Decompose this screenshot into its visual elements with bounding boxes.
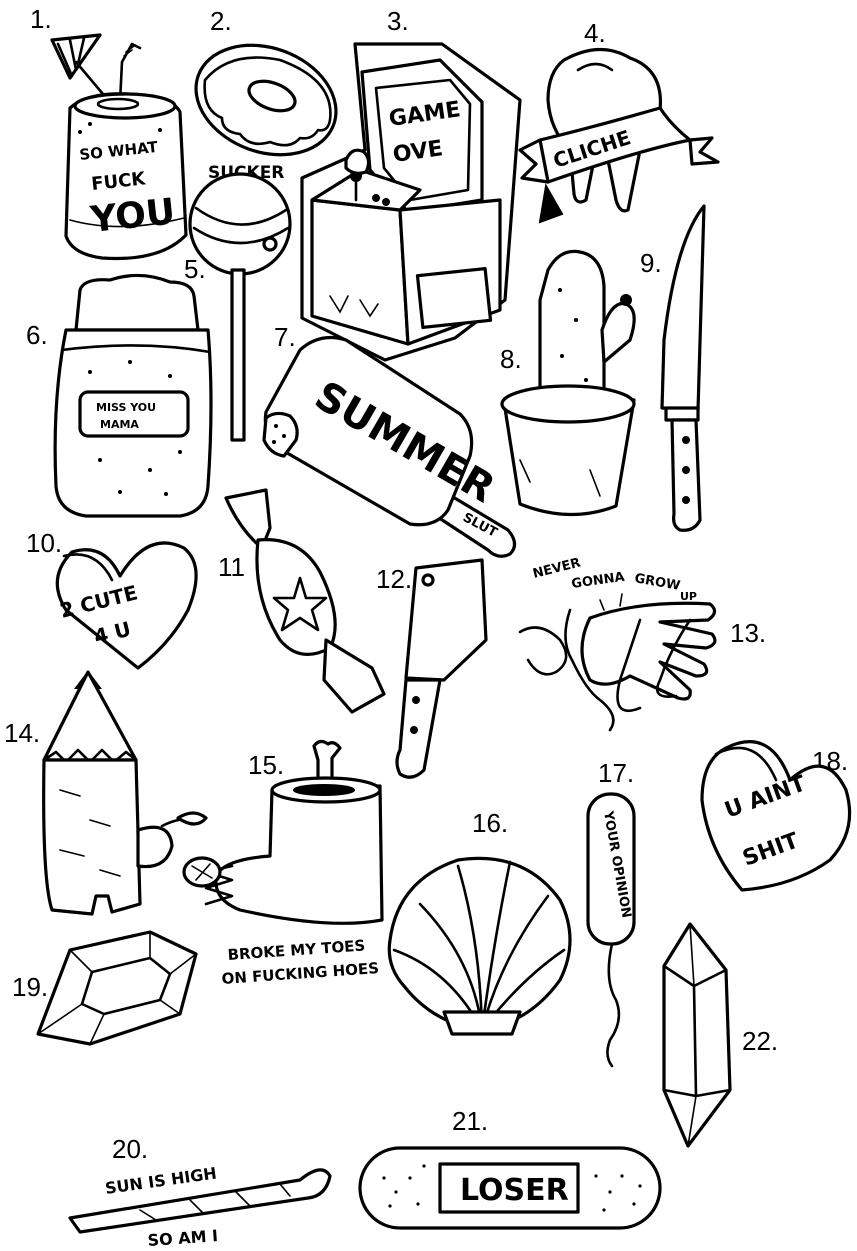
soda-can-icon: 1. SO WHAT FUCK YOU (30, 4, 188, 261)
item-number-8: 8. (500, 344, 522, 374)
item-number-6: 6. (26, 320, 48, 350)
item-number-10: 10. (26, 528, 62, 558)
item-number-13: 13. (730, 618, 766, 648)
cleaver-icon: 12. (376, 558, 488, 779)
can-text-line3: YOU (88, 191, 177, 241)
joint-text-line1: SUN IS HIGH (104, 1164, 218, 1198)
item-number-9: 9. (640, 248, 662, 278)
item-number-1: 1. (30, 4, 52, 34)
boot-text-line2: ON FUCKING HOES (221, 959, 379, 988)
jar-icon: 6. MISS YOU MAMA (26, 273, 213, 518)
pencil-pipe-icon: 14. (4, 670, 208, 916)
item-number-16: 16. (472, 808, 508, 838)
seashell-icon: 16. (387, 808, 572, 1036)
hand-worms-icon: NEVER GONNA GROW UP 13. (518, 556, 766, 732)
item-number-3: 3. (387, 6, 409, 36)
item-number-17: 17. (598, 758, 634, 788)
boot-bone-icon: 15. BROKE MY TOES ON FUCKING HOES (182, 739, 384, 988)
heart-candy-icon: 18. U AINT SHIT (700, 740, 852, 892)
item-number-11: 11 (218, 552, 245, 582)
lollipop-icon: SUCKER 5. (184, 163, 292, 442)
item-number-12: 12. (376, 564, 412, 594)
heart-candy-icon: 10. 2 CUTE 4 U (26, 528, 198, 670)
item-number-22: 22. (742, 1026, 778, 1056)
item-number-2: 2. (210, 6, 232, 36)
jar-label-line1: MISS YOU (96, 401, 156, 414)
hand-text-3: GROW (633, 571, 681, 594)
item-number-4: 4. (584, 18, 606, 48)
arcade-machine-icon: 3. GAME OVE (300, 6, 522, 362)
tooth-banner-icon: 4. CLICHE (518, 18, 720, 224)
item-number-20: 20. (112, 1134, 148, 1164)
item-number-15: 15. (248, 750, 284, 780)
cactus-icon: 8. (500, 249, 636, 517)
boot-text-line1: BROKE MY TOES (227, 936, 366, 964)
wrapped-candy-icon: 11 (218, 488, 386, 714)
item-number-14: 14. (4, 718, 40, 748)
item-number-5: 5. (184, 254, 206, 284)
item-number-7: 7. (274, 322, 296, 352)
knife-icon: 9. (640, 204, 706, 532)
hand-text-4: UP (680, 590, 697, 603)
hand-text-2: GONNA (570, 570, 625, 592)
gem-icon: 19. (12, 930, 198, 1046)
joint-icon: 20. SUN IS HIGH SO AM I (68, 1134, 332, 1250)
item-number-19: 19. (12, 972, 48, 1002)
crystal-icon: 22. (662, 922, 778, 1148)
tampon-icon: 17. YOUR OPINION (586, 758, 636, 1068)
bandage-icon: 21. LOSER (358, 1106, 662, 1230)
item-number-21: 21. (452, 1106, 488, 1136)
donut-icon: 2. (194, 6, 338, 157)
bandage-text: LOSER (460, 1173, 569, 1208)
joint-text-line2: SO AM I (147, 1226, 219, 1250)
jar-label-line2: MAMA (100, 418, 139, 431)
